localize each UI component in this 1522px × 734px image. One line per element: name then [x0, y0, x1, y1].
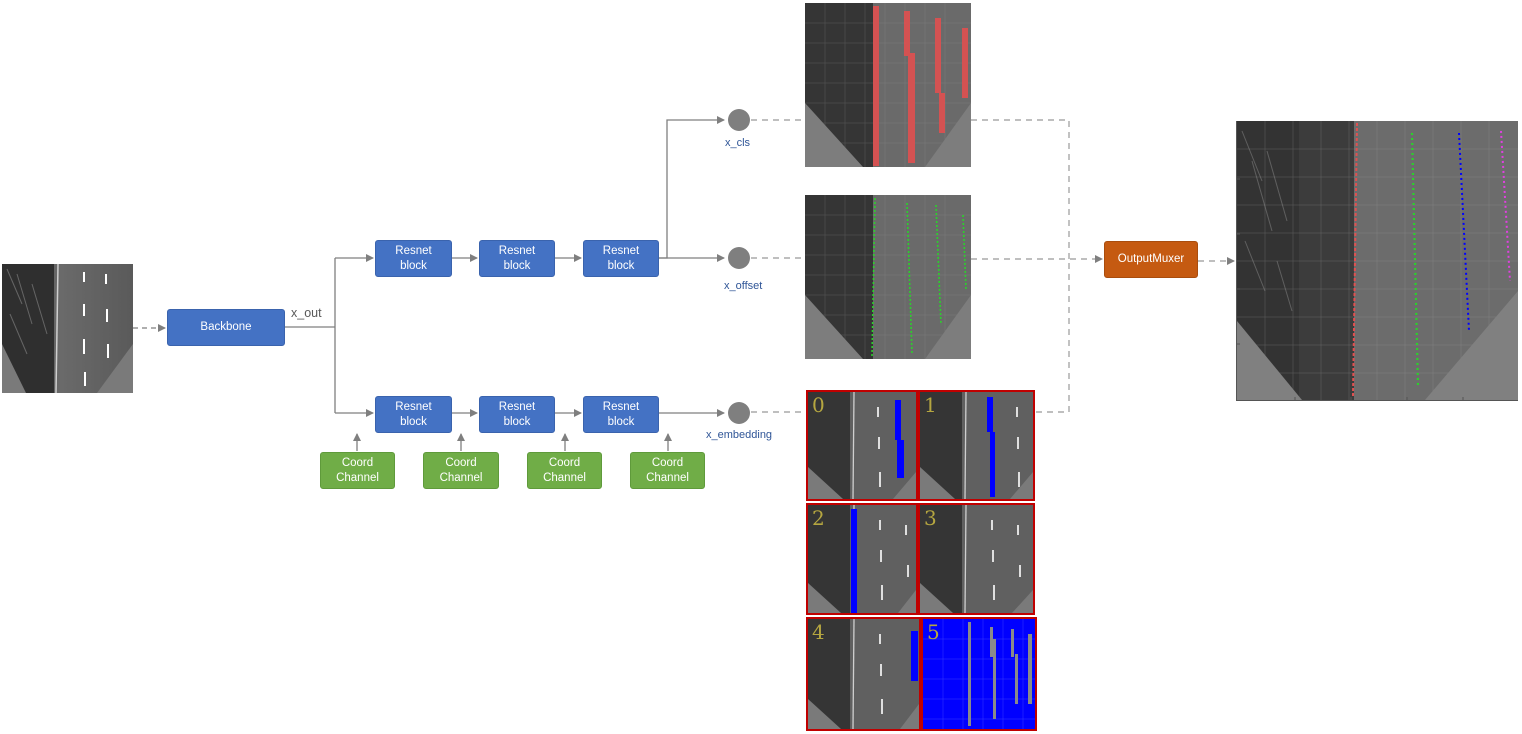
embedding-cell-5: 5	[921, 617, 1037, 731]
x-offset-node	[728, 247, 750, 269]
cls-output-image	[805, 3, 971, 167]
embedding-cell-2: 2	[806, 503, 918, 615]
x-embedding-node	[728, 402, 750, 424]
resnet-block-top-3: Resnet block	[583, 240, 659, 277]
resnet-block-bottom-2: Resnet block	[479, 396, 555, 433]
embedding-cell-1-number: 1	[924, 393, 937, 417]
resnet-block-bottom-1: Resnet block	[375, 396, 452, 433]
x-cls-label: x_cls	[725, 137, 751, 149]
embedding-cell-3: 3	[918, 503, 1035, 615]
backbone-block: Backbone	[167, 309, 285, 346]
embedding-cell-0: 0	[806, 390, 918, 501]
x-cls-node	[728, 109, 750, 131]
embedding-cell-4: 4	[806, 617, 921, 731]
coord-channel-2: Coord Channel	[423, 452, 499, 489]
coord-channel-3: Coord Channel	[527, 452, 602, 489]
embedding-cell-4-number: 4	[812, 620, 825, 644]
resnet-block-bottom-3: Resnet block	[583, 396, 659, 433]
embedding-cell-2-number: 2	[812, 506, 825, 530]
output-muxer-block: OutputMuxer	[1104, 241, 1198, 278]
x-embedding-label: x_embedding	[706, 429, 773, 441]
embedding-cell-0-number: 0	[812, 393, 825, 417]
x-offset-label: x_offset	[724, 280, 763, 292]
embedding-cell-5-number: 5	[927, 620, 940, 644]
embedding-cell-1: 1	[918, 390, 1035, 501]
final-output-image	[1236, 121, 1518, 401]
embedding-cell-3-number: 3	[924, 506, 937, 530]
resnet-block-top-2: Resnet block	[479, 240, 555, 277]
x-out-label: x_out	[291, 306, 322, 320]
coord-channel-4: Coord Channel	[630, 452, 705, 489]
resnet-block-top-1: Resnet block	[375, 240, 452, 277]
input-road-image	[2, 264, 133, 393]
coord-channel-1: Coord Channel	[320, 452, 395, 489]
offset-output-image	[805, 195, 971, 359]
